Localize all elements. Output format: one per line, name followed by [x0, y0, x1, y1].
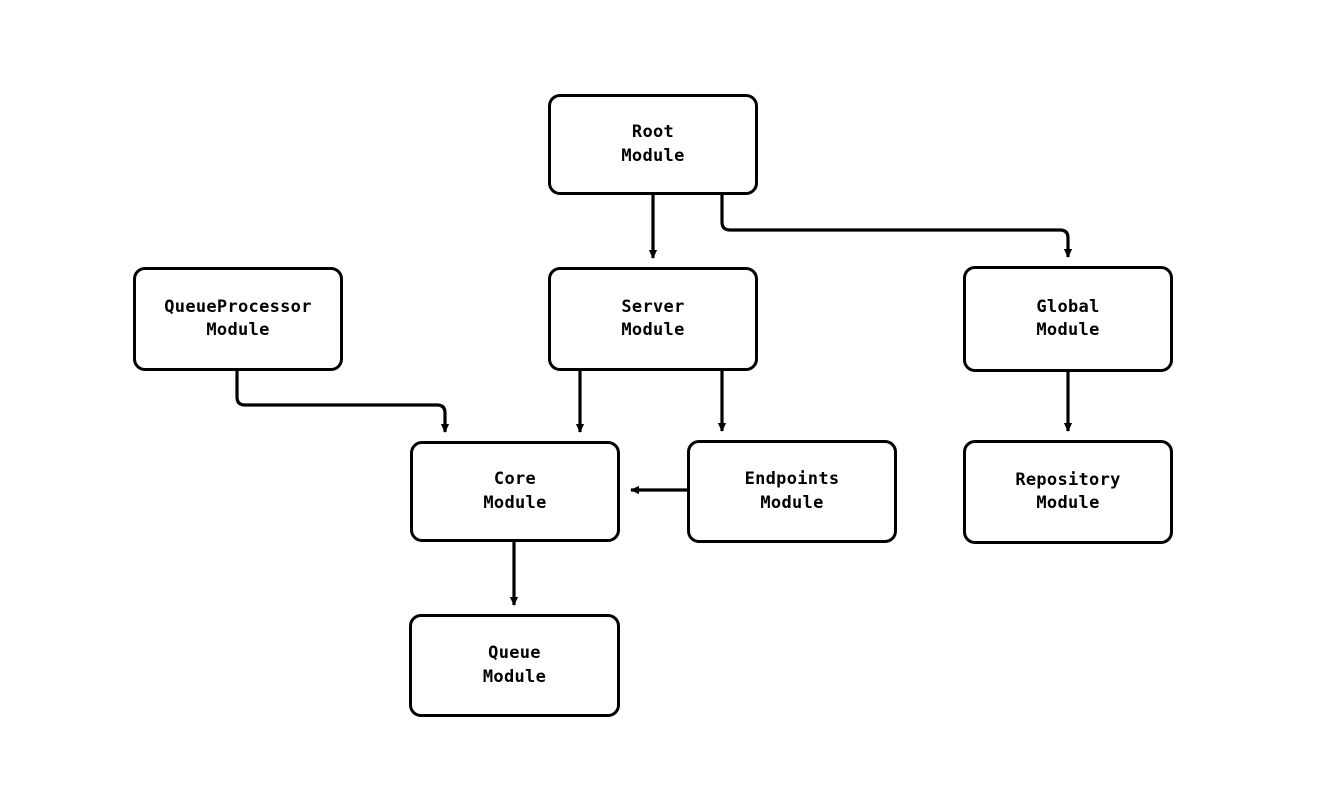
node-core[interactable]: Core Module [410, 441, 620, 542]
node-repository-line1: Repository [1015, 469, 1121, 490]
node-root-line1: Root [631, 122, 675, 143]
node-global[interactable]: Global Module [963, 266, 1173, 372]
node-queueprocessor-line1: QueueProcessor [164, 296, 312, 317]
edge-root-to-global [720, 195, 1073, 258]
node-endpoints-line2: Module [760, 492, 824, 513]
node-global-line1: Global [1036, 296, 1100, 317]
node-core-line2: Module [483, 492, 547, 513]
node-root[interactable]: Root Module [548, 94, 758, 195]
edge-queueprocessor-to-core [235, 371, 450, 433]
node-server-line1: Server [621, 296, 685, 317]
node-server[interactable]: Server Module [548, 267, 758, 371]
node-endpoints[interactable]: Endpoints Module [687, 440, 897, 543]
node-queue-line1: Queue [488, 643, 541, 664]
node-queueprocessor[interactable]: QueueProcessor Module [133, 267, 343, 371]
node-queue-line2: Module [482, 666, 547, 687]
node-root-line2: Module [621, 145, 685, 166]
node-global-line2: Module [1036, 320, 1100, 340]
node-server-line2: Module [621, 320, 685, 340]
node-queueprocessor-line2: Module [206, 320, 270, 340]
node-repository-line2: Module [1036, 493, 1100, 513]
node-core-line1: Core [493, 469, 537, 490]
node-repository[interactable]: Repository Module [963, 440, 1173, 544]
node-endpoints-line1: Endpoints [744, 469, 840, 490]
node-queue[interactable]: Queue Module [409, 614, 620, 717]
